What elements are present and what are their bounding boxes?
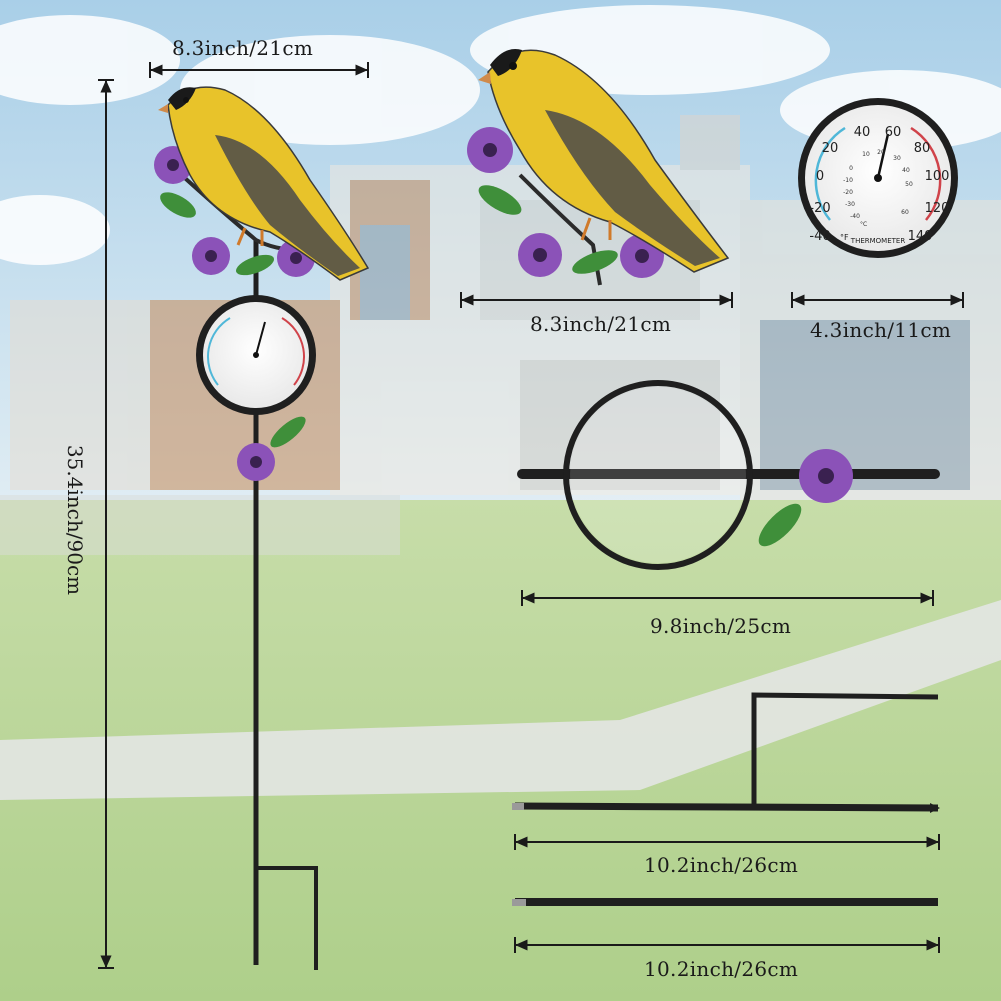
thermometer-label: THERMOMETER: [850, 237, 906, 245]
f-tick: 0: [816, 169, 824, 184]
pole-width-label: 10.2inch/26cm: [644, 957, 799, 981]
c-tick: -20: [843, 189, 853, 196]
f-tick: 100: [925, 169, 950, 184]
f-tick: 60: [885, 125, 902, 140]
flower: [237, 443, 275, 481]
dimension-lines: [98, 62, 964, 969]
flower: [467, 127, 513, 173]
thermometer-dial-small: [196, 295, 316, 415]
ground-stake-piece: [512, 692, 940, 813]
flower: [518, 233, 562, 277]
bird-component: [467, 49, 730, 286]
c-tick: 40: [902, 167, 910, 174]
bird-width-label: 8.3inch/21cm: [530, 312, 672, 336]
c-tick: -40: [850, 213, 860, 220]
flower: [192, 237, 230, 275]
f-tick: 80: [914, 141, 931, 156]
fahrenheit-scale: -40 -20 0 20 40 60 80 100 120 140: [809, 125, 949, 244]
ring-bracket: [517, 380, 940, 570]
f-tick: 40: [854, 125, 871, 140]
thermometer-diameter-label: 4.3inch/11cm: [810, 318, 952, 342]
ring-bracket-width-label: 9.8inch/25cm: [650, 614, 792, 638]
c-tick: 10: [862, 151, 870, 158]
c-tick: 0: [849, 165, 853, 172]
pole-segment: [512, 898, 938, 906]
total-height-label: 35.4inch/90cm: [63, 444, 87, 596]
f-tick: 20: [822, 141, 839, 156]
f-tick: 140: [908, 229, 933, 244]
f-tick: 120: [925, 201, 950, 216]
stake-width-label: 10.2inch/26cm: [644, 853, 799, 877]
c-tick: 20: [877, 149, 885, 156]
c-tick: -30: [845, 201, 855, 208]
assembled-garden-stake: [154, 86, 370, 970]
celsius-scale: -40 -30 -20 -10 0 10 20 30 40 50 60: [843, 149, 913, 220]
f-tick: -20: [809, 201, 830, 216]
thermometer-dial: -40 -20 0 20 40 60 80 100 120 140 -40 -3…: [798, 98, 958, 258]
f-tick: -40: [809, 229, 830, 244]
c-tick: 30: [893, 155, 901, 162]
unit-celsius: °C: [860, 221, 867, 228]
footpath: [0, 600, 1001, 800]
unit-fahrenheit: °F: [840, 233, 849, 242]
top-width-label: 8.3inch/21cm: [172, 36, 314, 60]
goldfinch-figure: [158, 86, 370, 281]
c-tick: 50: [905, 181, 913, 188]
c-tick: 60: [901, 209, 909, 216]
c-tick: -10: [843, 177, 853, 184]
flower: [799, 449, 853, 503]
goldfinch-figure: [478, 49, 730, 273]
